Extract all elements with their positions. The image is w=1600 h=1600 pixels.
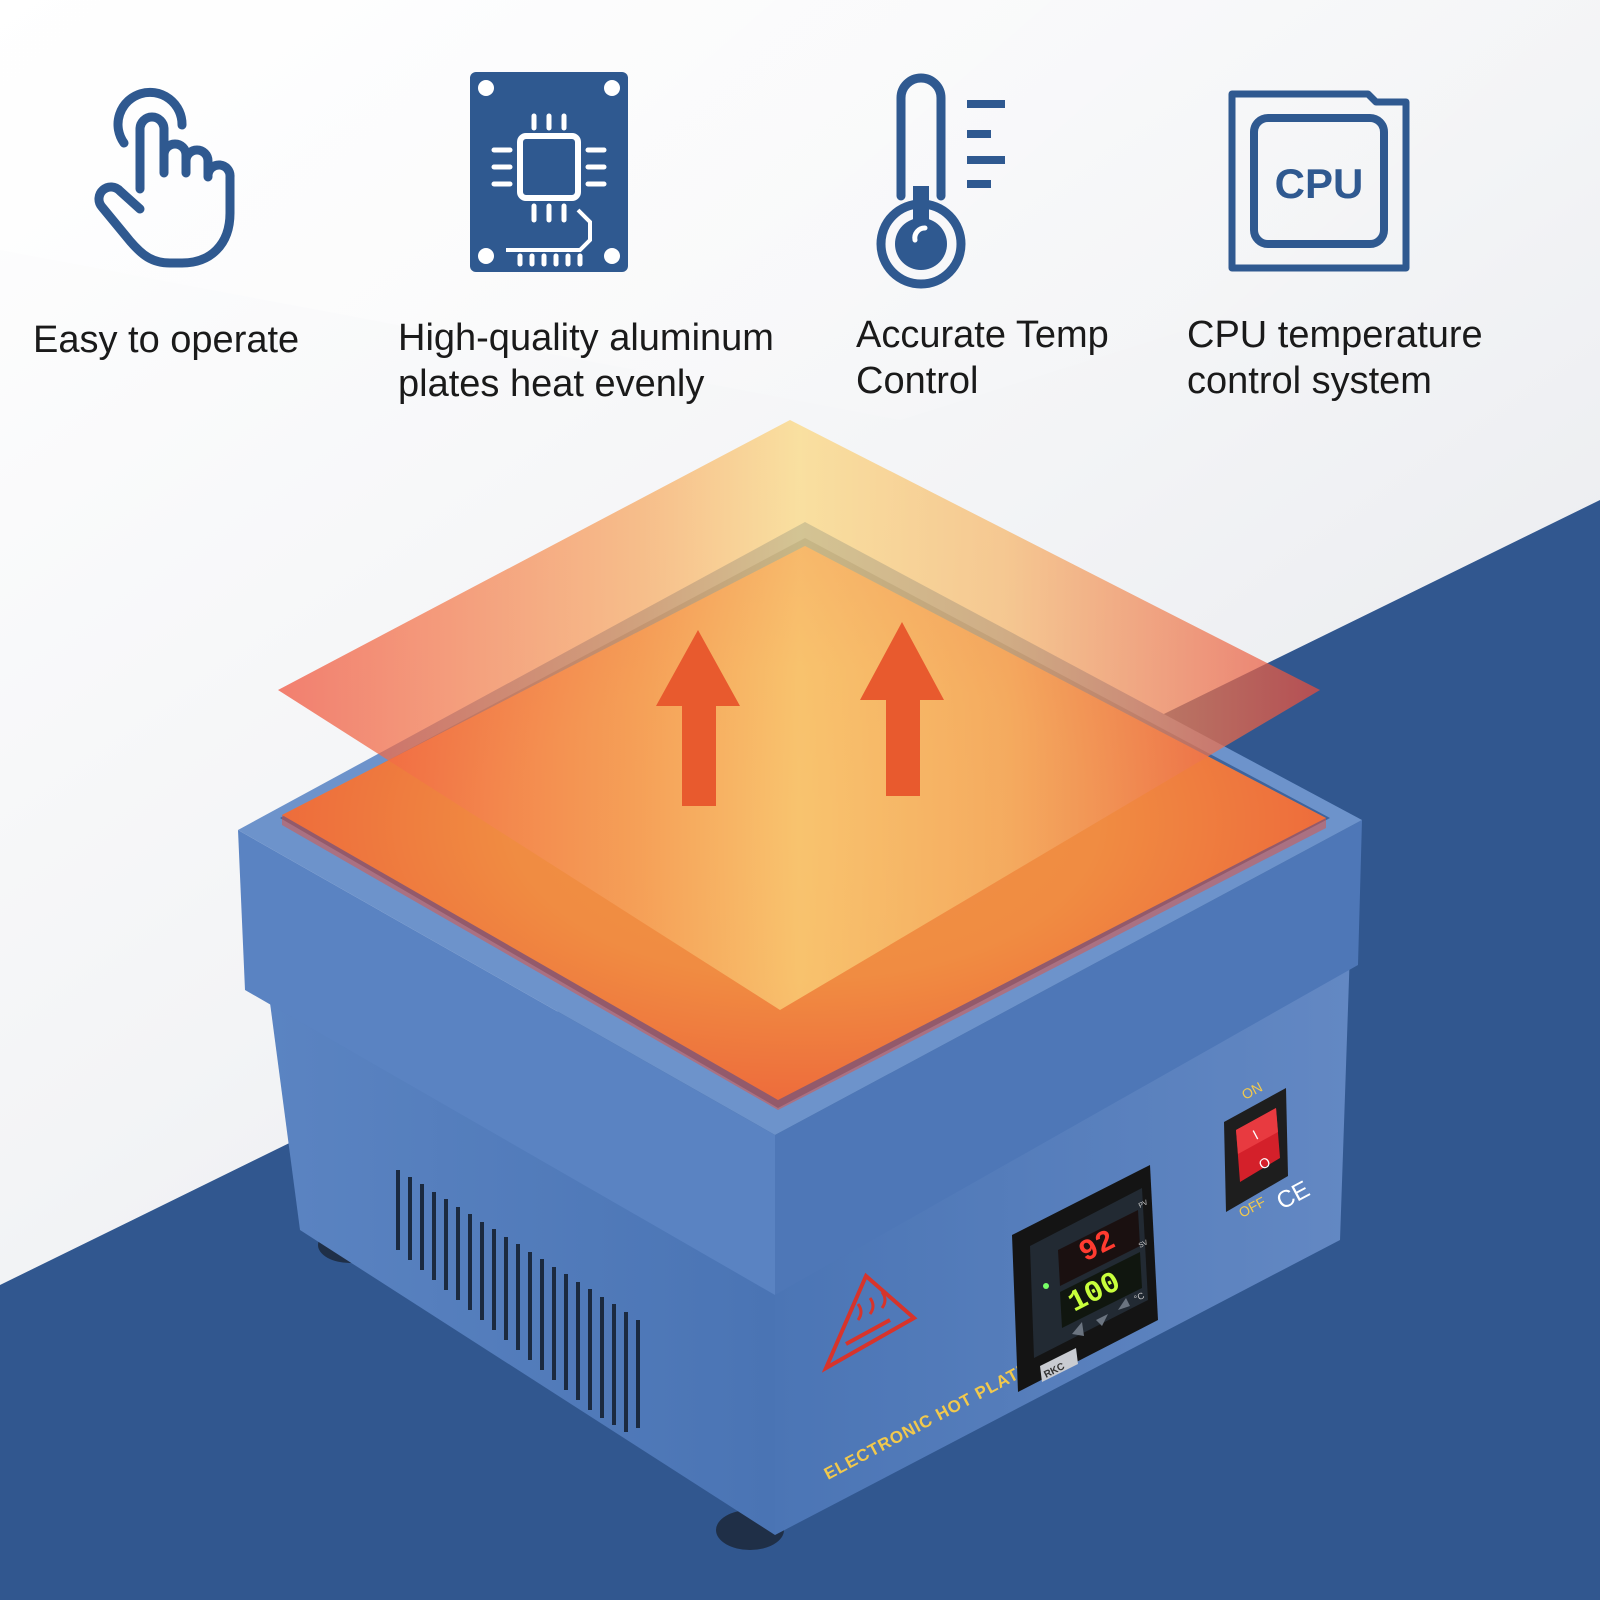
hot-surface-warning-icon — [821, 1272, 918, 1373]
controller-buttons[interactable] — [1072, 1298, 1130, 1336]
tap-finger-icon — [94, 87, 235, 268]
controller-unit: °C — [1132, 1290, 1146, 1304]
vent-grille — [396, 1170, 640, 1432]
feature-label: Easy to operate — [33, 319, 300, 361]
feature-label: CPU temperature control system — [1187, 314, 1483, 402]
heat-arrow-left — [656, 630, 740, 806]
power-switch[interactable]: I O — [1224, 1088, 1288, 1212]
temperature-controller: 92 100 PV SV °C RKC — [1012, 1165, 1158, 1392]
controller-down-button[interactable] — [1096, 1314, 1108, 1326]
cpu-chip-icon: CPU — [1228, 90, 1410, 272]
background-haze — [0, 0, 1600, 420]
heat-up-arrows — [656, 622, 944, 806]
tray-left-side — [238, 830, 775, 1295]
cpu-icon-text: CPU — [1275, 160, 1364, 207]
heat-wave-sheet — [278, 420, 1320, 1010]
thermometer-icon — [876, 73, 1005, 289]
switch-i-mark: I — [1250, 1127, 1261, 1143]
controller-up-button[interactable] — [1118, 1298, 1130, 1310]
feature-label: High-quality aluminum plates heat evenly — [398, 317, 774, 405]
feature-label: Accurate Temp Control — [856, 314, 1109, 402]
circuit-board-icon — [470, 72, 628, 272]
controller-status-led — [1043, 1283, 1049, 1289]
heat-arrow-right — [860, 622, 944, 796]
tray-right-side — [775, 820, 1362, 1295]
controller-sv-tag: SV — [1138, 1239, 1150, 1250]
controller-pv-tag: PV — [1138, 1199, 1150, 1210]
controller-left-button[interactable] — [1072, 1322, 1084, 1336]
